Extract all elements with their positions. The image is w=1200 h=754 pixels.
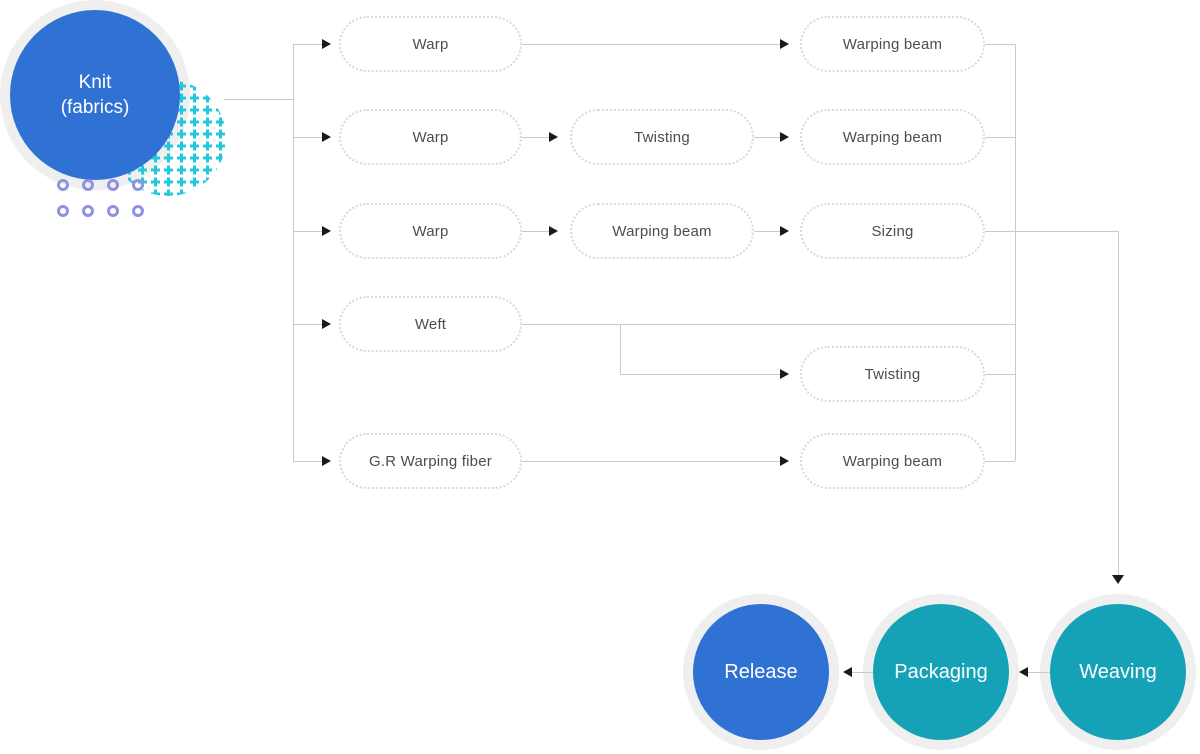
flow-line: [985, 374, 1015, 375]
node-twisting-row5: Twisting: [800, 346, 985, 402]
flow-line: [620, 324, 621, 374]
packaging-node: Packaging: [873, 604, 1009, 740]
flow-line: [1028, 672, 1052, 673]
flow-line: [293, 231, 322, 232]
node-label: Weft: [414, 315, 447, 333]
arrow-left-icon: [843, 667, 852, 677]
flow-line: [754, 231, 780, 232]
node-sizing-row3: Sizing: [800, 203, 985, 259]
flow-line: [522, 137, 549, 138]
flow-line: [1015, 44, 1016, 461]
node-warping-beam-row1: Warping beam: [800, 16, 985, 72]
node-label: G.R Warping fiber: [369, 452, 492, 470]
node-label: Warp: [412, 128, 449, 146]
arrow-right-icon: [780, 226, 789, 236]
arrow-right-icon: [549, 226, 558, 236]
flow-line: [522, 231, 549, 232]
node-label: Twisting: [634, 128, 690, 146]
node-label: Warping beam: [842, 128, 943, 146]
packaging-label: Packaging: [894, 660, 988, 683]
purple-ring: [132, 179, 144, 191]
purple-ring: [132, 205, 144, 217]
node-warp-row1: Warp: [339, 16, 522, 72]
flow-line: [620, 374, 780, 375]
release-node: Release: [693, 604, 829, 740]
flow-line: [1118, 231, 1119, 575]
knit-node: Knit (fabrics): [10, 10, 180, 180]
knit-label-line2: (fabrics): [60, 97, 130, 118]
weaving-label: Weaving: [1079, 660, 1157, 683]
arrow-left-icon: [1019, 667, 1028, 677]
flow-line: [293, 137, 322, 138]
knit-label-line1: Knit: [78, 72, 112, 93]
arrow-right-icon: [322, 132, 331, 142]
arrow-right-icon: [780, 369, 789, 379]
flow-line: [985, 137, 1015, 138]
flow-line: [293, 44, 294, 461]
flow-line: [852, 672, 876, 673]
node-label: Warping beam: [612, 222, 712, 240]
flow-line: [985, 44, 1015, 45]
flow-line: [522, 461, 780, 462]
node-label: Warping beam: [842, 452, 943, 470]
flow-line: [224, 99, 293, 100]
purple-ring: [107, 205, 119, 217]
node-warping-beam-row2: Warping beam: [800, 109, 985, 165]
arrow-right-icon: [549, 132, 558, 142]
purple-ring: [82, 179, 94, 191]
flow-line: [293, 324, 322, 325]
node-label: Warp: [412, 35, 449, 53]
flow-line: [522, 44, 780, 45]
purple-ring: [82, 205, 94, 217]
arrow-down-icon: [1112, 575, 1124, 584]
release-label: Release: [724, 660, 798, 683]
arrow-right-icon: [322, 226, 331, 236]
arrow-right-icon: [780, 456, 789, 466]
node-gr-warping-fiber-row6: G.R Warping fiber: [339, 433, 522, 489]
arrow-right-icon: [322, 39, 331, 49]
purple-ring: [57, 205, 69, 217]
node-label: Warp: [412, 222, 449, 240]
weaving-node: Weaving: [1050, 604, 1186, 740]
arrow-right-icon: [780, 39, 789, 49]
node-warp-row2: Warp: [339, 109, 522, 165]
node-warp-row3: Warp: [339, 203, 522, 259]
purple-ring: [107, 179, 119, 191]
flow-line: [754, 137, 780, 138]
flow-line: [522, 324, 1015, 325]
flow-line: [985, 231, 1118, 232]
flow-line: [985, 461, 1015, 462]
node-label: Sizing: [871, 222, 914, 240]
arrow-right-icon: [322, 456, 331, 466]
arrow-right-icon: [780, 132, 789, 142]
node-label: Warping beam: [842, 35, 943, 53]
flow-line: [293, 44, 322, 45]
node-warping-beam-row3: Warping beam: [570, 203, 754, 259]
node-warping-beam-row6: Warping beam: [800, 433, 985, 489]
node-label: Twisting: [864, 365, 921, 383]
node-twisting-row2: Twisting: [570, 109, 754, 165]
purple-ring: [57, 179, 69, 191]
arrow-right-icon: [322, 319, 331, 329]
flow-line: [293, 461, 322, 462]
node-weft-row4: Weft: [339, 296, 522, 352]
